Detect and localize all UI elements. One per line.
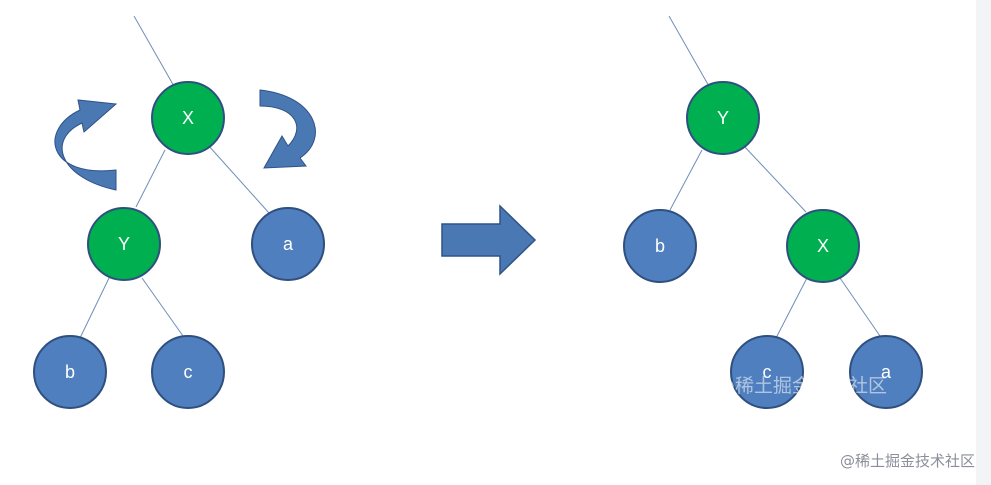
node-b-label: b <box>65 362 75 382</box>
node-b: b <box>33 335 107 409</box>
after-tree: Y b X c a @稀土掘金技术社区 <box>623 15 923 409</box>
node-b-after: b <box>623 209 697 283</box>
corner-watermark: @稀土掘金技术社区 <box>839 452 975 470</box>
node-a-after: a <box>849 335 923 409</box>
node-y-after-label: Y <box>717 108 729 128</box>
node-c-after-label: c <box>763 362 772 382</box>
edge-y-to-c <box>141 277 184 337</box>
node-a-label: a <box>283 234 294 254</box>
node-x-after: X <box>786 209 860 283</box>
edge-x-to-y <box>135 149 166 208</box>
node-a: a <box>251 207 325 281</box>
rotate-left-arrow-icon <box>54 99 118 191</box>
edge-parent-to-y <box>668 15 711 89</box>
edge-x-to-a-right <box>839 277 881 337</box>
before-tree: X Y a b c <box>33 15 325 409</box>
edge-parent-to-x <box>133 15 176 89</box>
node-c-label: c <box>184 362 193 382</box>
node-x-after-label: X <box>817 236 829 256</box>
node-x-label: X <box>182 108 194 128</box>
transform-arrow-icon <box>441 204 537 276</box>
edge-x-to-c-right <box>775 275 809 339</box>
node-c-after: c <box>730 335 804 409</box>
rotate-right-arrow-icon <box>259 89 316 169</box>
node-a-after-label: a <box>881 362 892 382</box>
node-y: Y <box>87 207 161 281</box>
node-y-label: Y <box>118 234 130 254</box>
edge-y-to-b <box>79 275 111 339</box>
edge-x-to-a <box>207 144 270 214</box>
inner-watermark: @稀土掘金技术社区 <box>716 375 887 397</box>
node-b-after-label: b <box>655 236 665 256</box>
node-y-after: Y <box>686 81 760 155</box>
node-x: X <box>151 81 225 155</box>
node-c: c <box>151 335 225 409</box>
scroll-strip <box>976 0 991 485</box>
edge-y-to-x-right <box>743 145 807 213</box>
edge-y-to-b-right <box>669 149 703 211</box>
